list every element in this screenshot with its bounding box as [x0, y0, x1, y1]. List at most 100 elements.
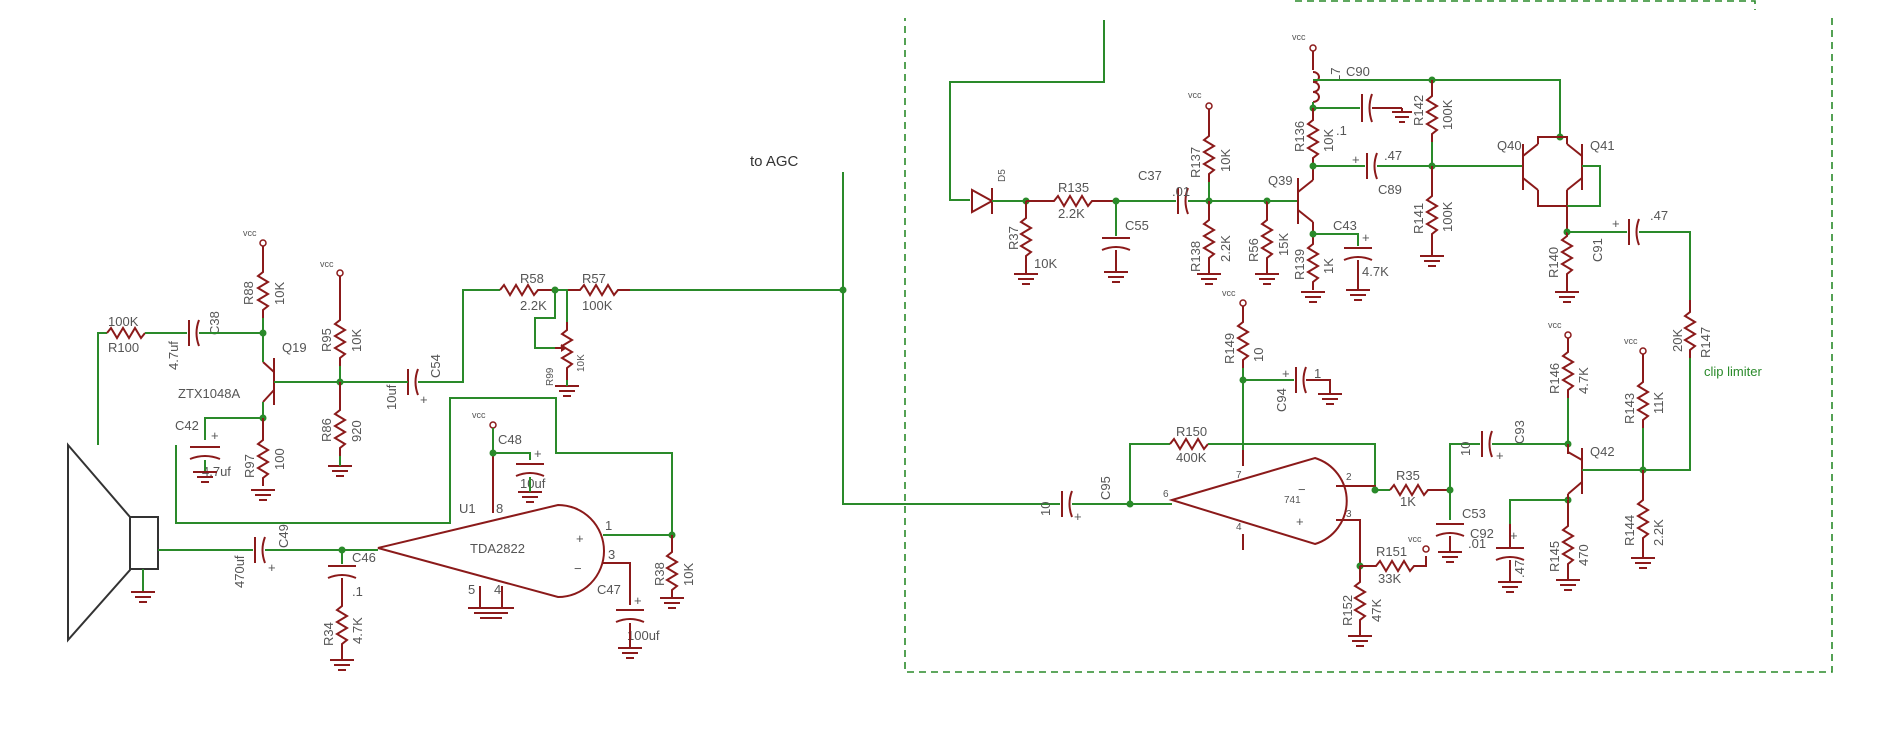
r100-value: 100K	[108, 314, 139, 329]
u1-pin1: 1	[605, 518, 612, 533]
r150-value: 400K	[1176, 450, 1207, 465]
r147-value: 20K	[1670, 329, 1685, 352]
q19-ref: Q19	[282, 340, 307, 355]
c91-capacitor	[1628, 218, 1640, 246]
r152-ref: R152	[1340, 595, 1355, 626]
r142-resistor	[1425, 80, 1439, 142]
r139-ref: R139	[1292, 249, 1307, 280]
r99-ref: R99	[545, 367, 556, 386]
u1-pin8: 8	[496, 501, 503, 516]
c37-capacitor	[1177, 187, 1189, 215]
c53-value: .01	[1468, 536, 1486, 551]
d5-ref: D5	[997, 169, 1008, 182]
c90-value: .1	[1336, 123, 1347, 138]
r135-ref: R135	[1058, 180, 1089, 195]
r138-value: 2.2K	[1218, 235, 1233, 262]
ztx-part: ZTX1048A	[178, 386, 240, 401]
c38-ref: C38	[207, 311, 222, 335]
r58-value: 2.2K	[520, 298, 547, 313]
u1-pin3: 3	[608, 547, 615, 562]
c48-value: 10uf	[520, 476, 546, 491]
r37-resistor	[1019, 201, 1033, 264]
r34-value: 4.7K	[350, 617, 365, 644]
c89-value: .47	[1384, 148, 1402, 163]
r86-value: 920	[349, 420, 364, 442]
c38-capacitor	[188, 319, 200, 347]
r147-ref: R147	[1698, 327, 1713, 358]
svg-text:+: +	[268, 560, 276, 575]
r142-ref: R142	[1411, 95, 1426, 126]
svg-text:+: +	[1296, 514, 1304, 529]
r144-ref: R144	[1622, 515, 1637, 546]
q42-ref: Q42	[1590, 444, 1615, 459]
d5-diode	[971, 188, 995, 214]
c46-value: .1	[352, 584, 363, 599]
vcc-r137: vcc	[1188, 90, 1202, 100]
r145-ref: R145	[1547, 541, 1562, 572]
r152-resistor	[1353, 566, 1367, 628]
r143-value: 11K	[1651, 392, 1666, 414]
c93-ref: C93	[1512, 420, 1527, 444]
svg-text:+: +	[211, 428, 219, 443]
c38-value: 4.7uf	[166, 341, 181, 370]
r99-pot	[560, 322, 574, 380]
c89-ref: C89	[1378, 182, 1402, 197]
op741-part: 741	[1284, 495, 1301, 506]
c54-value: 10uf	[384, 384, 399, 410]
r136-resistor	[1306, 108, 1320, 166]
r145-value: 470	[1576, 544, 1591, 566]
c49-ref: C49	[276, 524, 291, 548]
c94-ref: C94	[1274, 388, 1289, 412]
op741-pin6: 6	[1163, 489, 1169, 500]
r86-resistor	[333, 382, 347, 456]
q39-transistor	[1297, 178, 1314, 224]
c89-capacitor	[1366, 152, 1378, 180]
r140-ref: R140	[1546, 247, 1561, 278]
c92-value: .47	[1512, 560, 1527, 578]
r138-ref: R138	[1188, 241, 1203, 272]
u1-ref: U1	[459, 501, 476, 516]
r100-resistor	[106, 326, 146, 340]
c46-ref: C46	[352, 550, 376, 565]
r35-value: 1K	[1400, 494, 1416, 509]
q41-transistor	[1566, 143, 1583, 191]
q41-ref: Q41	[1590, 138, 1615, 153]
c42-capacitor	[189, 446, 221, 460]
compressor-section: D5 R37 10K R135 2.2K C55 C37 .01 vcc R13…	[904, 0, 1833, 673]
r97-ref: R97	[242, 454, 257, 478]
vcc-r151: vcc	[1408, 534, 1422, 544]
r139-value: 1K	[1321, 258, 1336, 274]
c93-capacitor	[1481, 430, 1493, 458]
clip-limiter-note: clip limiter	[1704, 364, 1762, 379]
r150-resistor	[1169, 437, 1209, 451]
c49-capacitor	[254, 536, 266, 564]
r149-resistor	[1236, 306, 1250, 368]
r88-value: 10K	[272, 282, 287, 305]
c46-capacitor	[327, 565, 357, 579]
op741-pin2: 2	[1346, 472, 1352, 483]
svg-text:+: +	[1352, 152, 1360, 167]
c53-ref: C53	[1462, 506, 1486, 521]
speaker-cone	[67, 442, 131, 643]
q19-transistor	[262, 358, 286, 405]
vcc-l7: vcc	[1292, 32, 1306, 42]
c43-ref: C43	[1333, 218, 1357, 233]
svg-text:−: −	[1298, 482, 1306, 497]
c95-value: 10	[1038, 502, 1053, 516]
q40-transistor	[1522, 143, 1539, 191]
r151-value: 33K	[1378, 571, 1401, 586]
r135-value: 2.2K	[1058, 206, 1085, 221]
op741-opamp: 741 − + 7 6 2 3 4	[1163, 456, 1352, 546]
r37-value: 10K	[1034, 256, 1057, 271]
c48-capacitor	[515, 463, 545, 477]
c47-value: 100uf	[627, 628, 660, 643]
r88-resistor	[256, 246, 270, 318]
u1-part: TDA2822	[470, 541, 525, 556]
c42-ref: C42	[175, 418, 199, 433]
c37-value: .01	[1172, 184, 1190, 199]
q39-ref: Q39	[1268, 173, 1293, 188]
vcc-r146: vcc	[1548, 320, 1562, 330]
r35-ref: R35	[1396, 468, 1420, 483]
r34-resistor	[335, 578, 349, 652]
